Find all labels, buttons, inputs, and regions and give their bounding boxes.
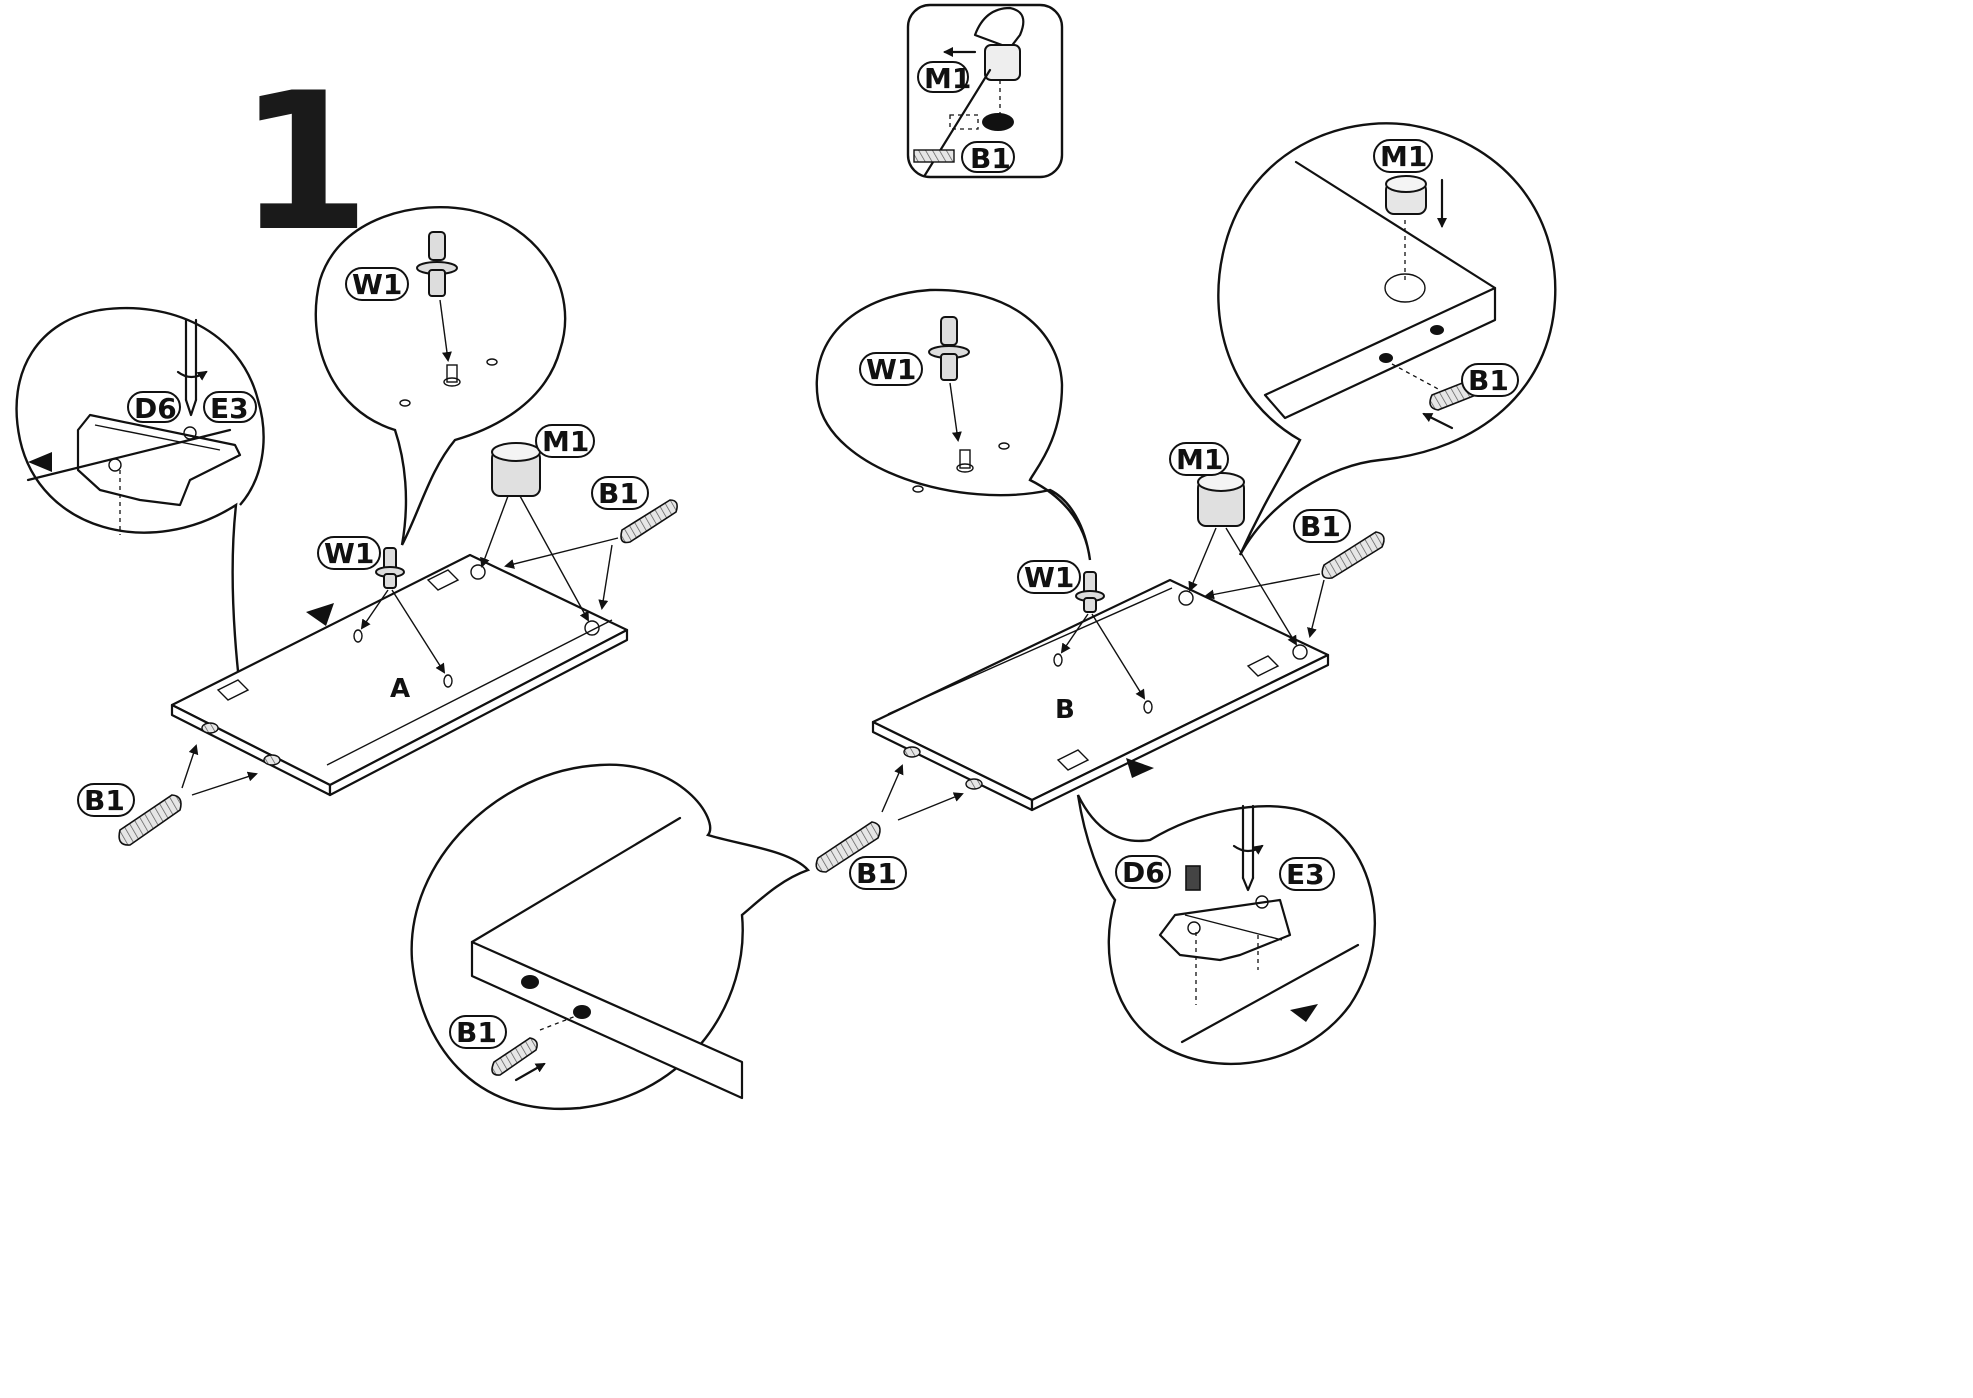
panel-a: A W1 M1 B1 B1 [77,424,678,846]
svg-text:B1: B1 [84,784,125,817]
svg-text:D6: D6 [134,392,177,425]
assembly-step-1: 1 M1 B1 [15,3,1557,1111]
direction-arrow-icon [1126,758,1154,778]
label-w1-panel-b: W1 [1017,560,1081,594]
label-m1-panel-a: M1 [535,424,595,458]
direction-arrow-icon [306,603,334,626]
label-e3-right: E3 [1279,857,1335,891]
bubble-shelf-support-right: W1 [815,288,1092,561]
inset-cam-lock-detail: M1 B1 [906,3,1064,179]
bubble-hinge-left: D6 E3 [15,306,265,691]
rotation-arrow-icon [1232,844,1264,855]
label-m1-inset: M1 [917,61,971,95]
bubble-dowel-edge: B1 [410,763,811,1111]
label-b1-inset: B1 [961,141,1015,175]
panel-label-b: B [1055,695,1075,725]
svg-text:W1: W1 [1024,561,1074,594]
svg-text:E3: E3 [210,392,249,425]
label-d6-left: D6 [127,391,181,425]
label-w1-bubble-right: W1 [859,352,923,386]
svg-text:D6: D6 [1122,856,1165,889]
svg-text:W1: W1 [324,537,374,570]
svg-text:E3: E3 [1286,858,1325,891]
label-b1-panel-b-top: B1 [1293,509,1351,543]
panel-b: B W1 M1 B1 B1 [815,442,1385,890]
label-w1-bubble-left: W1 [345,267,409,301]
label-b1-panel-a-top: B1 [591,476,649,510]
label-w1-panel-a: W1 [317,536,381,570]
label-m1-bubble-right: M1 [1373,139,1433,173]
direction-arrow-icon [28,452,52,472]
svg-text:M1: M1 [1176,443,1223,476]
svg-text:B1: B1 [598,477,639,510]
bubble-shelf-support-left: W1 [314,206,567,546]
svg-text:M1: M1 [542,425,589,458]
svg-text:B1: B1 [970,142,1011,175]
svg-text:B1: B1 [856,857,897,890]
direction-arrow-icon [1290,1004,1318,1022]
finger-icon [973,6,1025,50]
rotation-arrow-icon [176,370,208,381]
bubble-cam-right: M1 B1 [1217,122,1557,556]
label-b1-panel-b-bottom: B1 [849,856,907,890]
screwdriver-icon [184,318,198,417]
svg-text:B1: B1 [1468,364,1509,397]
svg-text:B1: B1 [1300,510,1341,543]
label-b1-bubble-right: B1 [1461,363,1519,397]
label-e3-left: E3 [203,391,257,425]
label-b1-bubble-bottom: B1 [449,1015,507,1049]
bubble-hinge-right: D6 E3 [1076,794,1377,1066]
svg-text:M1: M1 [1380,140,1427,173]
svg-text:W1: W1 [352,268,402,301]
svg-text:W1: W1 [866,353,916,386]
svg-text:M1: M1 [924,62,971,95]
label-b1-panel-a-bottom: B1 [77,783,135,817]
screwdriver-icon [1241,804,1255,892]
label-m1-panel-b: M1 [1169,442,1229,476]
svg-text:B1: B1 [456,1016,497,1049]
panel-label-a: A [390,674,410,704]
label-d6-right: D6 [1115,855,1171,889]
